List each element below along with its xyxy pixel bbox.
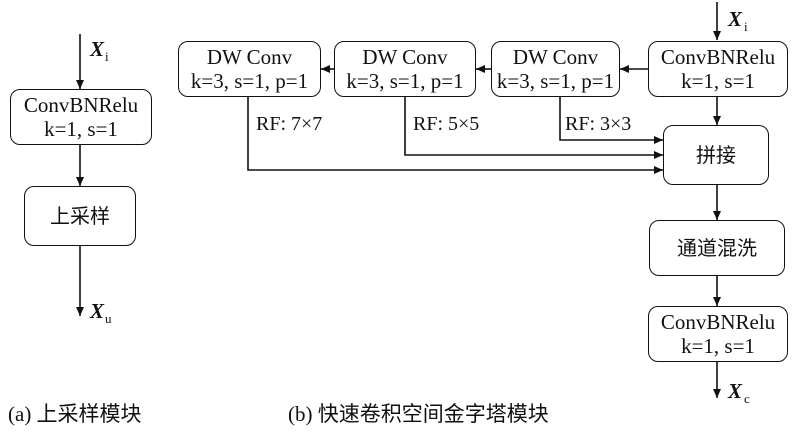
output-sub-a: u xyxy=(105,311,112,326)
concat-node: 拼接 xyxy=(663,125,769,185)
node-title: ConvBNRelu xyxy=(660,310,776,334)
node-title: DW Conv xyxy=(206,45,293,69)
upsample-label: 上采样 xyxy=(50,204,110,228)
input-sub-b: i xyxy=(744,19,748,34)
caption-a: (a) 上采样模块 xyxy=(8,402,142,426)
rf-label-5x5: RF: 5×5 xyxy=(413,113,480,135)
node-params: k=3, s=1, p=1 xyxy=(496,69,615,93)
arrow-dw1-to-concat xyxy=(247,97,663,174)
dwconv-node-1: DW Conv k=3, s=1, p=1 xyxy=(178,41,321,97)
upsample-node: 上采样 xyxy=(24,186,136,246)
node-params: k=1, s=1 xyxy=(681,69,755,93)
convbnrelu-node-top: ConvBNRelu k=1, s=1 xyxy=(648,41,788,97)
convbnrelu-node-bottom: ConvBNRelu k=1, s=1 xyxy=(648,306,788,362)
caption-b: (b) 快速卷积空间金字塔模块 xyxy=(288,402,549,426)
output-sub-b: c xyxy=(744,391,750,406)
arrow-dw2-to-concat xyxy=(404,97,663,159)
arrow-dw3-to-concat xyxy=(559,97,663,144)
convbnrelu-node-a: ConvBNRelu k=1, s=1 xyxy=(10,89,152,145)
rf-label-3x3: RF: 3×3 xyxy=(565,113,632,135)
output-var-b: X xyxy=(728,379,743,403)
shuffle-label: 通道混洗 xyxy=(677,236,757,260)
input-var-a: X xyxy=(90,37,105,61)
rf-label-7x7: RF: 7×7 xyxy=(256,113,323,135)
node-params: k=3, s=1, p=1 xyxy=(346,69,464,93)
node-params: k=3, s=1, p=1 xyxy=(190,69,309,93)
node-title: ConvBNRelu xyxy=(660,45,776,69)
node-title: DW Conv xyxy=(512,45,599,69)
input-var-b: X xyxy=(728,7,743,31)
concat-label: 拼接 xyxy=(696,143,736,167)
input-sub-a: i xyxy=(105,49,109,64)
node-params: k=1, s=1 xyxy=(44,117,118,141)
dwconv-node-3: DW Conv k=3, s=1, p=1 xyxy=(491,41,620,97)
node-params: k=1, s=1 xyxy=(681,334,755,358)
output-var-a: X xyxy=(90,299,105,323)
channel-shuffle-node: 通道混洗 xyxy=(649,220,785,276)
node-title: DW Conv xyxy=(362,45,448,69)
dwconv-node-2: DW Conv k=3, s=1, p=1 xyxy=(334,41,476,97)
node-title: ConvBNRelu xyxy=(23,93,139,117)
